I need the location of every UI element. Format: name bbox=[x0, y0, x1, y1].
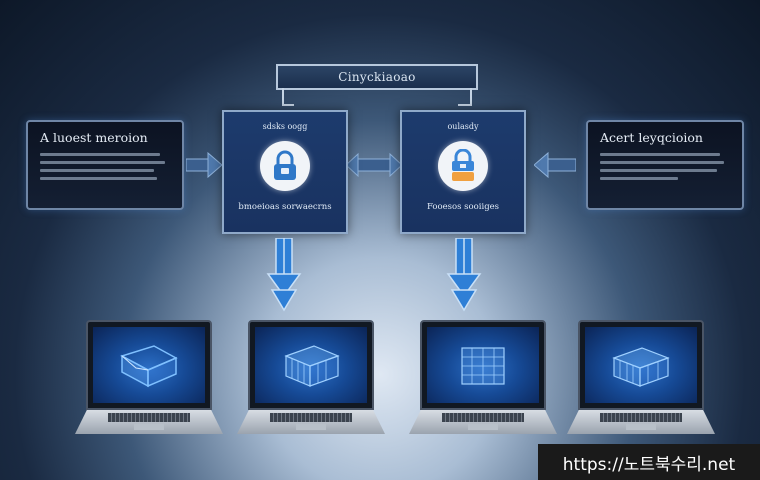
data-cube-icon bbox=[284, 345, 340, 387]
right-info-panel: Acert leyqcioion bbox=[586, 120, 744, 210]
laptop-screen bbox=[86, 320, 212, 410]
arrow-left-to-card bbox=[186, 150, 222, 180]
text-line bbox=[600, 169, 717, 172]
watermark: https://노트북수리.net bbox=[538, 444, 760, 480]
arrow-right-icon bbox=[186, 151, 222, 179]
watermark-text: https://노트북수리.net bbox=[562, 454, 736, 475]
laptop-base bbox=[409, 410, 557, 434]
card-title: oulasdy bbox=[447, 122, 479, 131]
text-line bbox=[600, 177, 678, 180]
center-card-left: sdsks oogg bmoeioas sorwaecrns bbox=[222, 110, 348, 234]
text-line bbox=[40, 169, 155, 172]
laptop-1 bbox=[64, 320, 234, 450]
server-grid-icon bbox=[461, 347, 505, 385]
chevron-down-icon bbox=[266, 237, 302, 312]
left-connector bbox=[282, 88, 294, 106]
laptop-base bbox=[237, 410, 385, 434]
down-arrow-right bbox=[446, 237, 482, 318]
card-title: sdsks oogg bbox=[262, 122, 308, 131]
arrow-between-cards bbox=[346, 150, 402, 180]
envelope-icon bbox=[120, 345, 178, 388]
server-lock-icon bbox=[438, 141, 488, 191]
laptop-screen bbox=[578, 320, 704, 410]
top-header-bar: Cinyckiaoao bbox=[276, 64, 478, 90]
data-cube-icon bbox=[612, 347, 670, 387]
laptop-2 bbox=[226, 320, 396, 450]
left-panel-title: A luoest meroion bbox=[40, 130, 148, 145]
chevron-down-icon bbox=[446, 237, 482, 312]
text-line bbox=[600, 161, 724, 164]
text-line bbox=[600, 153, 720, 156]
arrow-left-icon bbox=[534, 151, 576, 179]
laptop-screen bbox=[248, 320, 374, 410]
arrow-right-to-card bbox=[534, 150, 576, 180]
text-line bbox=[40, 161, 165, 164]
text-line bbox=[40, 153, 160, 156]
laptop-3 bbox=[398, 320, 568, 450]
left-info-panel: A luoest meroion bbox=[26, 120, 184, 210]
lock-icon bbox=[260, 141, 310, 191]
double-arrow-icon bbox=[346, 152, 402, 178]
text-line bbox=[40, 177, 157, 180]
down-arrow-left bbox=[266, 237, 302, 318]
laptop-base bbox=[567, 410, 715, 434]
right-connector bbox=[458, 88, 472, 106]
center-card-right: oulasdy Fooesos sooiiges bbox=[400, 110, 526, 234]
laptop-4 bbox=[556, 320, 726, 450]
laptop-base bbox=[75, 410, 223, 434]
card-caption: bmoeioas sorwaecrns bbox=[238, 202, 332, 212]
top-header-title: Cinyckiaoao bbox=[338, 70, 416, 84]
right-panel-title: Acert leyqcioion bbox=[600, 130, 703, 145]
laptop-screen bbox=[420, 320, 546, 410]
card-caption: Fooesos sooiiges bbox=[426, 202, 500, 212]
